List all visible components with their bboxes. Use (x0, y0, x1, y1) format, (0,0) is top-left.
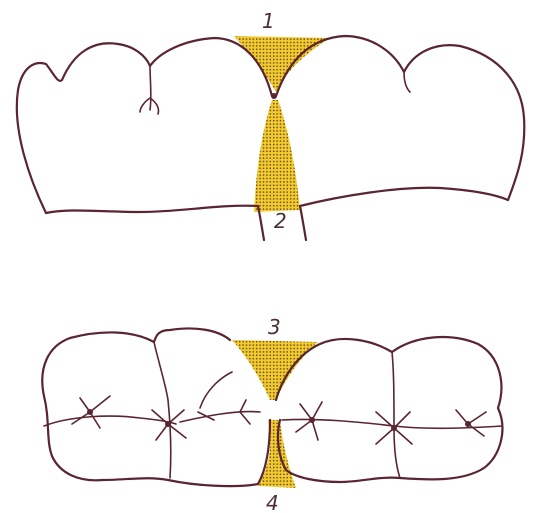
left-tooth-crown (17, 38, 272, 213)
occlusal-view (42, 328, 502, 488)
left-molar-pit-1 (87, 409, 93, 415)
lingual-embrasure (258, 420, 296, 488)
label-3: 3 (268, 315, 281, 339)
left-tooth-groove (140, 66, 159, 114)
left-tooth-cervical-line (46, 206, 258, 213)
contact-point-upper (271, 93, 277, 99)
label-1: 1 (262, 9, 275, 33)
label-2: 2 (274, 209, 287, 233)
right-tooth-crown (276, 36, 524, 200)
label-4: 4 (266, 491, 279, 513)
lateral-view (17, 36, 524, 240)
left-molar-fissures (72, 396, 250, 440)
left-molar-pit-2 (165, 421, 171, 427)
right-root-edge (300, 206, 306, 240)
buccal-embrasure (232, 340, 318, 400)
right-molar-pit-1 (309, 417, 315, 423)
right-molar-pit-2 (391, 425, 397, 431)
right-molar-outline (276, 337, 502, 482)
right-molar-fissures (296, 402, 486, 444)
right-molar-pit-3 (465, 421, 471, 427)
right-tooth-cervical-line (300, 188, 508, 206)
gingival-embrasure-upper (254, 100, 300, 212)
right-tooth-groove (404, 72, 410, 92)
